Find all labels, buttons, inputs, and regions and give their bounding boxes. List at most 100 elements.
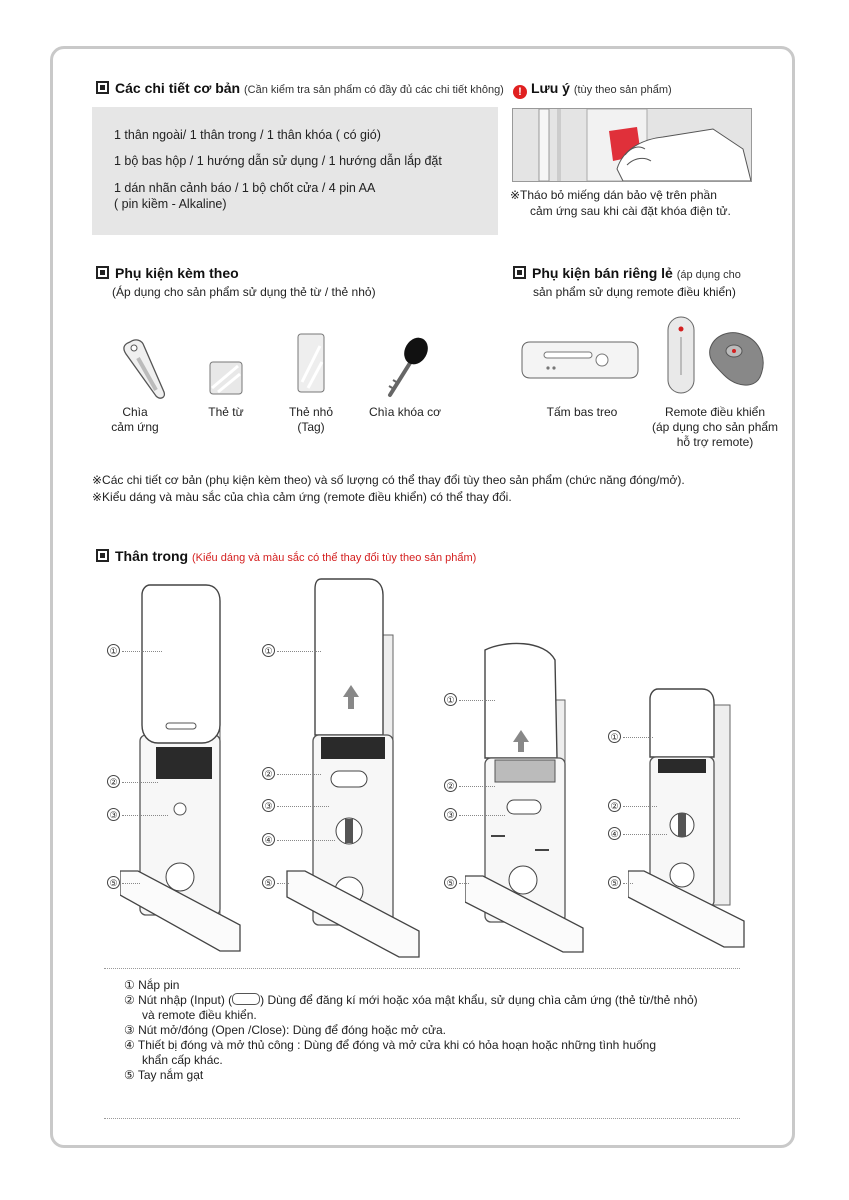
legend-item-2: ② Nút nhập (Input) ( ) Dùng để đăng kí mớ… [124,993,744,1008]
separate-heading: Phụ kiện bán riêng lẻ (áp dụng cho [513,265,741,281]
note-1: ※Các chi tiết cơ bản (phụ kiện kèm theo)… [92,473,685,487]
accessory-label-line: Chìa khóa cơ [369,405,441,419]
inner-lock-model-2 [286,578,420,958]
caution-caption-1: ※Tháo bỏ miếng dán bảo vệ trên phần [510,188,717,202]
legend-item-2-text: ) Dùng để đăng kí mới hoặc xóa mật khẩu,… [260,993,698,1007]
legend: ① Nắp pin ② Nút nhập (Input) ( ) Dùng để … [124,978,744,1083]
marker-4: ④ [608,827,621,840]
legend-item-2-label: ② Nút nhập (Input) ( [124,993,233,1007]
accessory-label-card: Thẻ từ [196,405,256,420]
separate-note-1: (áp dụng cho [676,269,741,281]
legend-item-4-cont: khẩn cấp khác. [142,1053,223,1067]
marker-5: ⑤ [262,876,275,889]
basic-title: Các chi tiết cơ bản [115,80,241,96]
legend-item-1: ① Nắp pin [124,978,180,992]
finger-press-icon [232,993,261,1005]
rfid-card-icon [209,361,243,395]
inner-heading: Thân trong (Kiểu dáng và màu sắc có thể … [96,548,476,564]
marker-2: ② [444,779,457,792]
accessory-label-key: Chìa khóa cơ [360,405,450,420]
marker-5: ⑤ [608,876,621,889]
marker-1: ① [444,693,457,706]
caution-title: Lưu ý [531,80,570,96]
basic-parts-box: 1 thân ngoài/ 1 thân trong / 1 thân khóa… [92,107,498,235]
basic-note: (Cần kiểm tra sản phẩm có đầy đủ các chi… [244,84,504,96]
caution-heading: ! Lưu ý (tùy theo sản phẩm) [513,80,672,99]
leader-line [122,782,158,783]
leader-line [459,786,495,787]
leader-line [122,883,140,884]
separate-note-2: sản phẩm sử dụng remote điều khiển) [533,285,736,299]
legend-item-3: ③ Nút mở/đóng (Open /Close): Dùng để đón… [124,1023,447,1037]
mechanical-key-icon [388,337,428,397]
separate-label-line: hỗ trợ remote) [676,435,754,449]
inner-title: Thân trong [115,548,189,564]
accessories-subtitle: (Áp dụng cho sản phẩm sử dụng thẻ từ / t… [112,285,376,299]
mounting-plate-icon [521,341,639,379]
leader-line [623,737,653,738]
marker-2: ② [107,775,120,788]
rfid-tag-icon [297,333,325,393]
separate-label-line: (áp dụng cho sản phẩm [651,420,779,434]
accessory-label-tag: Thẻ nhỏ (Tag) [276,405,346,435]
accessories-title: Phụ kiện kèm theo [115,265,239,281]
page-frame [50,46,795,1148]
caution-illustration [512,108,752,182]
basic-line-2: 1 bộ bas hộp / 1 hướng dẫn sử dụng / 1 h… [114,154,442,168]
square-bullet-icon [96,81,109,94]
remote-control-icon [667,316,764,394]
accessory-label-line: Chìa [122,405,148,419]
leader-line [277,806,329,807]
leader-line [623,806,657,807]
inner-note: (Kiểu dáng và màu sắc có thể thay đổi tù… [192,552,477,564]
marker-1: ① [107,644,120,657]
marker-3: ③ [262,799,275,812]
basic-line-3: 1 dán nhãn cảnh báo / 1 bộ chốt cửa / 4 … [114,181,376,195]
accessory-label-fob: Chìa cảm ứng [100,405,170,435]
rfid-fob-icon [123,339,166,399]
square-bullet-icon [96,266,109,279]
legend-divider-bottom [104,1118,740,1119]
accessory-label-line: Thẻ nhỏ [288,405,334,419]
marker-3: ③ [107,808,120,821]
separate-label-remote: Remote điều khiển (áp dụng cho sản phẩm … [640,405,790,450]
marker-4: ④ [262,833,275,846]
marker-3: ③ [444,808,457,821]
marker-5: ⑤ [444,876,457,889]
separate-title: Phụ kiện bán riêng lẻ [532,265,673,281]
basic-line-4: ( pin kiềm - Alkaline) [114,197,227,211]
caution-note: (tùy theo sản phẩm) [573,84,672,96]
leader-line [277,774,321,775]
accessory-label-line: cảm ứng [111,420,159,434]
leader-line [623,883,633,884]
square-bullet-icon [96,549,109,562]
accessory-label-line: Thẻ từ [208,405,244,419]
inner-lock-model-4 [628,688,745,948]
basic-heading: Các chi tiết cơ bản (Cần kiểm tra sản ph… [96,80,504,96]
legend-divider-top [104,968,740,969]
marker-5: ⑤ [107,876,120,889]
leader-line [277,883,289,884]
inner-lock-model-3 [465,642,584,953]
note-2: ※Kiểu dáng và màu sắc của chìa cảm ứng (… [92,490,512,504]
leader-line [277,651,321,652]
leader-line [122,815,168,816]
separate-label-line: Remote điều khiển [664,405,766,419]
square-bullet-icon [513,266,526,279]
leader-line [122,651,162,652]
leader-line [459,700,495,701]
marker-2: ② [608,799,621,812]
basic-line-1: 1 thân ngoài/ 1 thân trong / 1 thân khóa… [114,128,381,142]
legend-item-5: ⑤ Tay nắm gạt [124,1068,204,1082]
accessories-heading: Phụ kiện kèm theo [96,265,239,281]
legend-item-2-cont: và remote điều khiển. [142,1008,257,1022]
leader-line [623,834,667,835]
hand-peeling-sticker-icon [538,108,752,182]
accessory-label-line: (Tag) [297,420,325,434]
leader-line [459,815,505,816]
legend-item-4: ④ Thiết bị đóng và mở thủ công : Dùng để… [124,1038,657,1052]
caution-caption-2: cảm ứng sau khi cài đặt khóa điện tử. [530,204,731,218]
separate-label-plate: Tấm bas treo [546,405,618,419]
warning-icon: ! [513,85,527,99]
leader-line [277,840,335,841]
